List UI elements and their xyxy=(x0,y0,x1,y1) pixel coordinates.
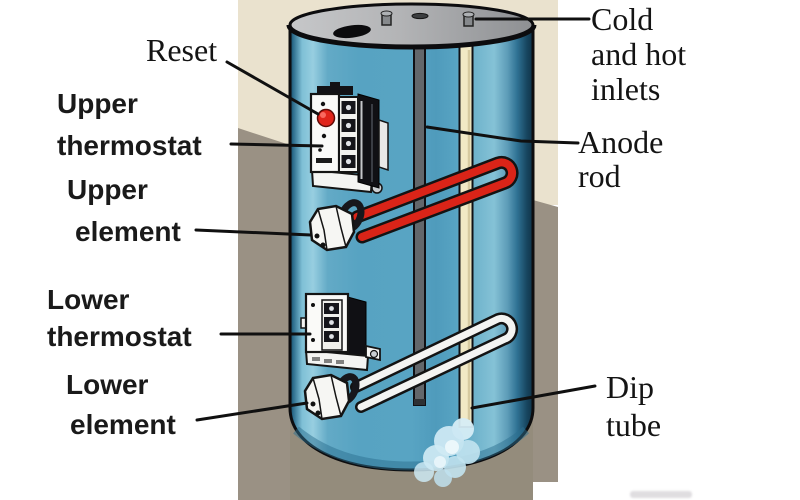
water-spray xyxy=(414,418,480,487)
label-lower-thermostat: Lower thermostat xyxy=(47,284,192,352)
lower-element xyxy=(303,312,519,421)
leader-reset xyxy=(225,60,320,116)
reset-button xyxy=(316,108,336,128)
leader-upper-thermostat xyxy=(229,142,324,148)
floor-taupe-left xyxy=(238,128,293,500)
leader-upper-element xyxy=(194,228,313,237)
terminal-blocks xyxy=(324,303,339,342)
leader-dip-tube xyxy=(470,384,597,410)
watermark-smudge xyxy=(630,491,692,498)
upper-element xyxy=(308,155,519,252)
label-dip-tube: Dip tube xyxy=(606,369,662,443)
floor-taupe-right xyxy=(533,200,558,482)
label-cold-hot-inlets: Cold and hot inlets xyxy=(591,1,687,107)
dip-tube xyxy=(458,43,474,428)
terminal-blocks xyxy=(341,101,356,168)
lower-thermostat xyxy=(300,292,381,372)
inlet-fitting-right xyxy=(462,11,475,27)
label-reset: Reset xyxy=(146,32,218,68)
leader-anode-rod xyxy=(425,125,580,145)
lid-hole xyxy=(333,24,371,39)
tank-lid xyxy=(286,2,537,50)
label-anode-rod: Anode rod xyxy=(578,124,664,194)
lid-small-port xyxy=(411,12,429,20)
leader-lines xyxy=(194,17,597,422)
label-lower-element: Lower element xyxy=(66,369,176,440)
element-hex-nut xyxy=(303,373,351,421)
label-upper-thermostat: Upper thermostat xyxy=(57,88,202,161)
label-upper-element: Upper element xyxy=(67,174,181,247)
inlet-fitting-left xyxy=(380,10,393,26)
tank-bottom-shade xyxy=(293,426,530,471)
leader-lower-element xyxy=(195,401,309,422)
element-hex-nut xyxy=(308,204,356,252)
upper-thermostat xyxy=(309,82,389,194)
